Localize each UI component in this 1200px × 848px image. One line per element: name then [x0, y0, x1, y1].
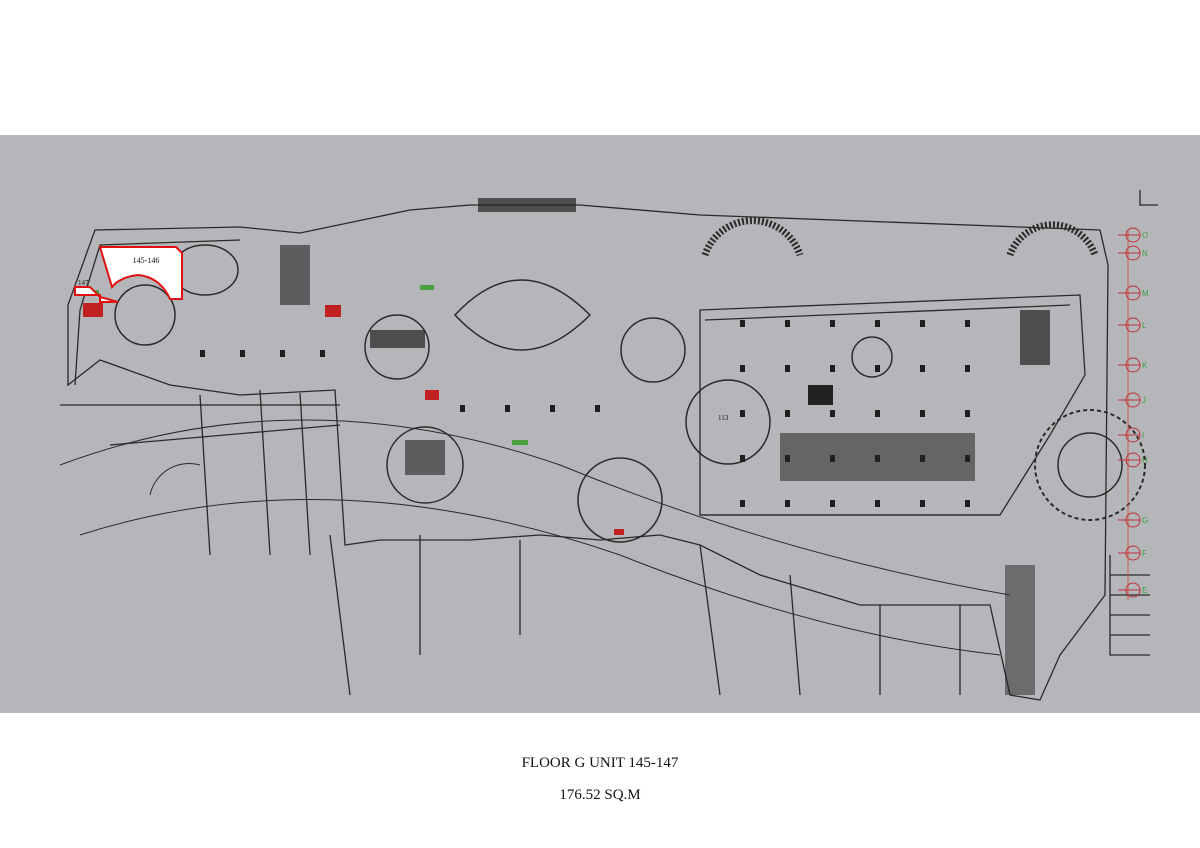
unit-147[interactable]: 147 — [74, 279, 119, 303]
column — [785, 410, 790, 417]
column — [830, 500, 835, 507]
grid-label: O — [1142, 231, 1148, 240]
grid-label: F — [1142, 549, 1147, 558]
column — [965, 410, 970, 417]
column — [920, 365, 925, 372]
column — [920, 320, 925, 327]
column — [830, 410, 835, 417]
column — [920, 410, 925, 417]
column — [240, 350, 245, 357]
column — [875, 500, 880, 507]
column — [740, 455, 745, 462]
column — [460, 405, 465, 412]
column — [740, 410, 745, 417]
grid-label: K — [1142, 361, 1148, 370]
column — [965, 365, 970, 372]
unit-147-label: 147 — [78, 279, 89, 287]
grid-label: J — [1142, 396, 1146, 405]
equipment-marks — [83, 285, 624, 535]
unit-113-label: 113 — [718, 414, 729, 422]
column — [920, 500, 925, 507]
column — [875, 410, 880, 417]
floor-plan-drawing: 145-146 147 113 ON M L K J I H G F E — [59, 190, 1158, 701]
grid-label: E — [1142, 586, 1147, 595]
column — [875, 320, 880, 327]
grid-label: M — [1142, 289, 1149, 298]
column — [550, 405, 555, 412]
column — [785, 320, 790, 327]
grid-label: H — [1142, 456, 1148, 465]
column — [740, 500, 745, 507]
grid-labels: ON M L K J I H G F E — [1118, 227, 1149, 598]
column — [875, 365, 880, 372]
column — [785, 365, 790, 372]
column — [595, 405, 600, 412]
column — [830, 320, 835, 327]
column — [965, 500, 970, 507]
grid-label: I — [1142, 431, 1144, 440]
column — [200, 350, 205, 357]
column — [505, 405, 510, 412]
column — [830, 365, 835, 372]
column — [785, 500, 790, 507]
service-blocks — [280, 198, 1050, 695]
unit-145-146[interactable]: 145-146 — [98, 246, 183, 300]
grid-label: N — [1142, 249, 1148, 258]
column — [280, 350, 285, 357]
unit-area: 176.52 SQ.M — [559, 787, 641, 803]
mall-outline — [59, 190, 1158, 701]
column — [965, 320, 970, 327]
grid-label: L — [1142, 321, 1147, 330]
column — [740, 320, 745, 327]
column — [320, 350, 325, 357]
column — [740, 365, 745, 372]
atrium-circles — [114, 217, 1146, 543]
unit-145-146-label: 145-146 — [133, 256, 160, 265]
grid-label: G — [1142, 516, 1148, 525]
plan-title: FLOOR G UNIT 145-147 — [521, 755, 679, 771]
